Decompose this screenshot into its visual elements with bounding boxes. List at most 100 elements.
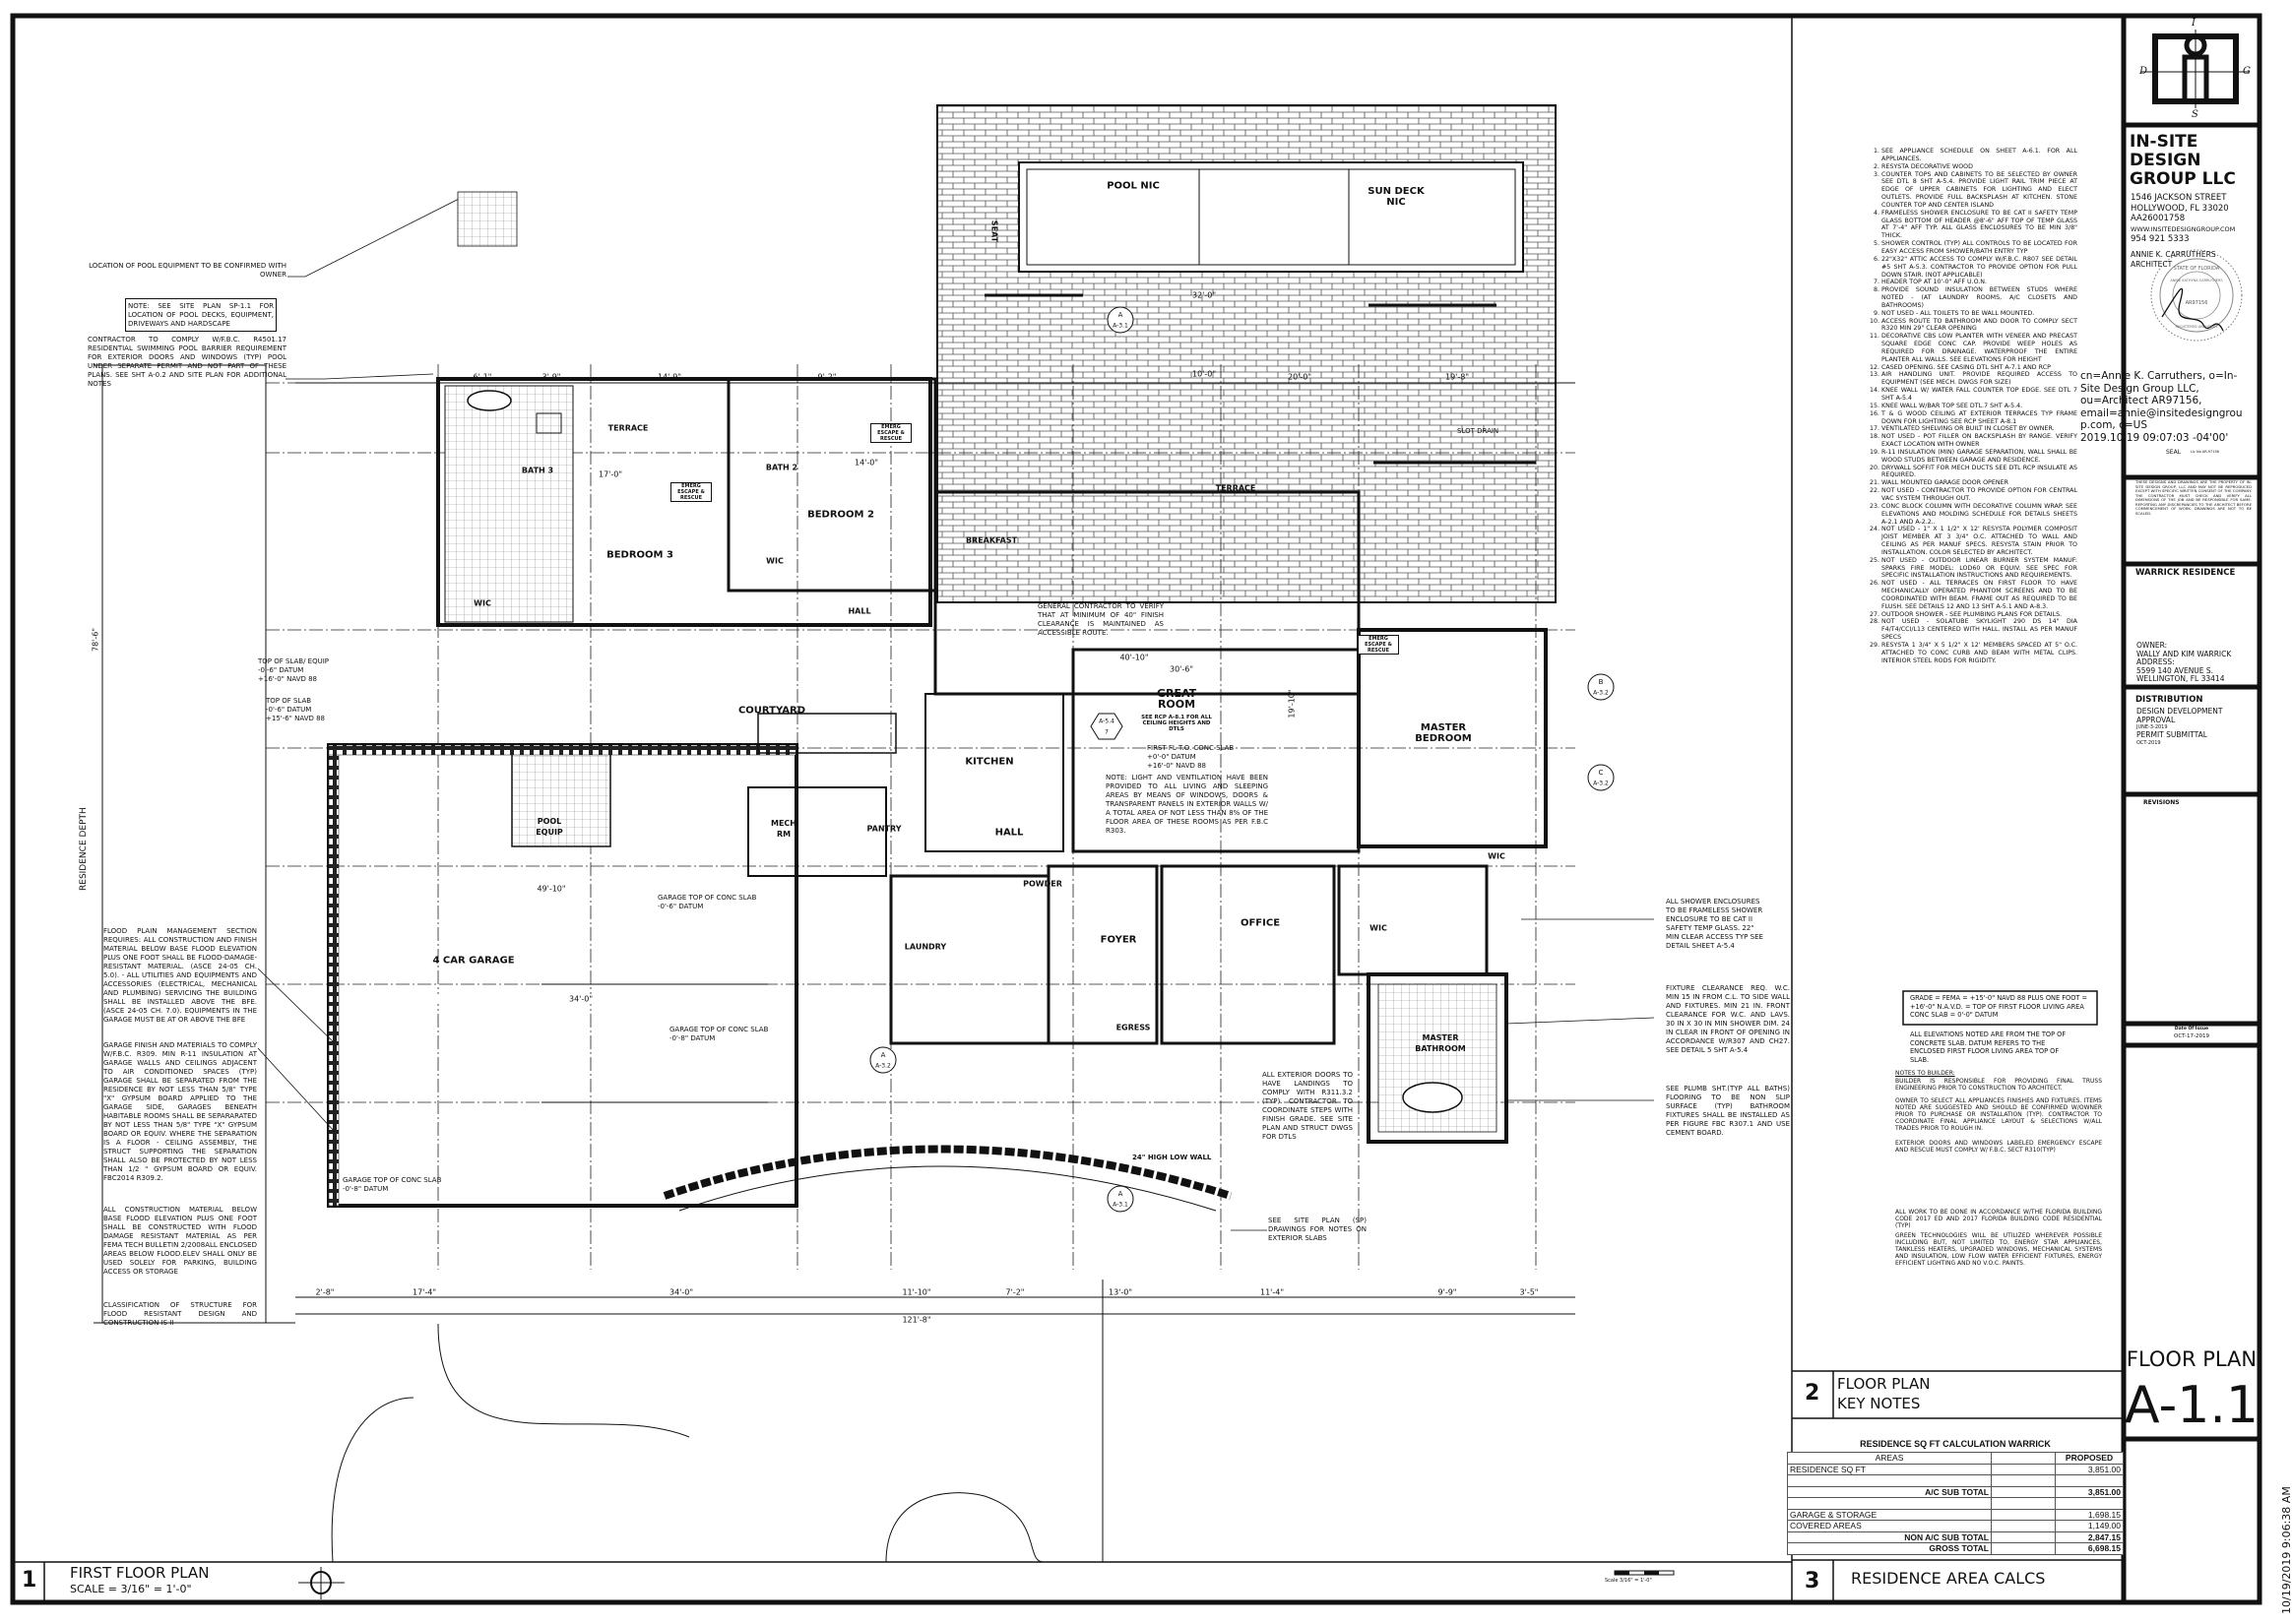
- spacer-cell: [1991, 1497, 2056, 1510]
- seal-bottom-text: REGISTERED ARCHITECT: [2175, 325, 2218, 329]
- address-label: ADDRESS:: [2136, 657, 2175, 666]
- area-label-cell: A/C SUB TOTAL: [1787, 1485, 1992, 1498]
- general-contractor-note: GENERAL CONTRACTOR TO VERIFY THAT AT MIN…: [1038, 602, 1164, 637]
- section-marker-ref: A-3.1: [1113, 322, 1128, 330]
- garage-slab-line: GARAGE TOP OF CONC SLAB: [658, 894, 757, 902]
- area-label-cell: GARAGE & STORAGE: [1787, 1508, 1992, 1521]
- garage-slab-line: -0'-6" DATUM: [658, 903, 704, 910]
- firm-website[interactable]: WWW.INSITEDESIGNGROUP.COM: [2131, 224, 2236, 233]
- room-label: WIC: [1369, 923, 1387, 933]
- dimension-text: 34'-0": [668, 1287, 694, 1297]
- room-label: TERRACE: [607, 423, 649, 433]
- firm-name-line: DESIGN: [2130, 151, 2201, 170]
- key-note-item: AIR HANDLING UNIT. PROVIDE REQUIRED ACCE…: [1881, 371, 2077, 387]
- builder-note: OWNER TO SELECT ALL APPLIANCES FINISHES …: [1895, 1097, 2102, 1132]
- dimension-text: 32'-0": [1191, 290, 1217, 300]
- key-notes-title: FLOOR PLAN KEY NOTES: [1837, 1374, 1930, 1413]
- area-value-cell: 6,698.15: [2055, 1542, 2124, 1555]
- print-timestamp: 10/19/2019 9:06:38 AM: [2280, 1486, 2292, 1614]
- area-label-cell: COVERED AREAS: [1787, 1520, 1992, 1532]
- architect-seal: [2150, 249, 2243, 342]
- section-marker-ref: A-3.2: [1593, 689, 1609, 697]
- elevations-note: ALL ELEVATIONS NOTED ARE FROM THE TOP OF…: [1910, 1031, 2067, 1064]
- classification-note: CLASSIFICATION OF STRUCTURE FOR FLOOD RE…: [103, 1301, 257, 1327]
- terrace-slab-line: +15'-6" NAVD 88: [266, 715, 326, 722]
- key-note-item: HEADER TOP AT 10'-0" AFF U.O.N.: [1881, 279, 2077, 286]
- garage-slab-line: GARAGE TOP OF CONC SLAB: [343, 1176, 442, 1184]
- area-calcs-title: RESIDENCE AREA CALCS: [1851, 1569, 2046, 1588]
- dimension-text: 17'-0": [598, 469, 623, 479]
- room-label: GREAT ROOM: [1157, 687, 1197, 711]
- project-address-line-1: 5599 140 AVENUE S.: [2136, 665, 2214, 675]
- dimension-text: 11'-10": [902, 1287, 931, 1297]
- scale-bar-label: Scale 3/16" = 1'-0": [1605, 1578, 1652, 1584]
- key-note-item: DRYWALL SOFFIT FOR MECH DUCTS SEE DTL RC…: [1881, 465, 2077, 480]
- key-note-item: WALL MOUNTED GARAGE DOOR OPENER: [1881, 479, 2077, 487]
- section-marker-top: C: [1598, 769, 1604, 777]
- firm-logo: [2141, 30, 2250, 108]
- distribution-date: OCT-2019: [2136, 739, 2161, 746]
- key-notes-list: SEE APPLIANCE SCHEDULE ON SHEET A-6.1. F…: [1869, 148, 2077, 665]
- detail-marker-ref: A-5.4: [1099, 718, 1114, 725]
- scale-bar: [1614, 1570, 1675, 1576]
- egress-tag: EMERG ESCAPE & RESCUE: [670, 482, 712, 502]
- room-label: MASTER BATHROOM: [1415, 1033, 1466, 1053]
- distribution-item: DESIGN DEVELOPMENT APPROVAL: [2136, 707, 2223, 724]
- fixture-clearance-note: FIXTURE CLEARANCE REQ. W.C. MIN 15 IN FR…: [1666, 984, 1790, 1054]
- key-note-item: NOT USED - ALL TOILETS TO BE WALL MOUNTE…: [1881, 310, 2077, 318]
- seal-number-text: AR97156: [2185, 300, 2208, 306]
- overall-dimension: 121'-8": [902, 1315, 931, 1325]
- dimension-text: 49'-10": [537, 884, 566, 894]
- architect-title-line: ARCHITECT: [2131, 259, 2173, 269]
- depth-dimension: 78'-6": [91, 627, 100, 653]
- logo-letter-top: I: [2192, 18, 2196, 29]
- area-value-cell: [2055, 1497, 2124, 1510]
- site-slabs-note: SEE SITE PLAN (SP) DRAWINGS FOR NOTES ON…: [1268, 1217, 1367, 1242]
- seal-label: SEAL: [2166, 449, 2182, 456]
- signature-line: ou=Architect AR97156,: [2080, 395, 2202, 406]
- seal-name-text: ANNIE KATHYNA CARRUTHERS: [2170, 279, 2223, 282]
- exterior-doors-note: ALL EXTERIOR DOORS TO HAVE LANDINGS TO C…: [1262, 1071, 1353, 1141]
- dimension-text: 7'-2": [1005, 1287, 1025, 1297]
- dimension-text: 3'-5": [1519, 1287, 1539, 1297]
- key-note-item: SHOWER CONTROL (TYP) ALL CONTROLS TO BE …: [1881, 240, 2077, 256]
- garage-slab-line: -0'-8" DATUM: [669, 1034, 716, 1042]
- dimension-text: 3'-9": [541, 372, 561, 382]
- drawing-number: 1: [22, 1568, 37, 1593]
- firm-contact: 1546 JACKSON STREET HOLLYWOOD, FL 33020 …: [2131, 193, 2235, 245]
- signature-line: Site Design Group LLC,: [2080, 382, 2199, 395]
- section-marker-ref: A-3.2: [875, 1062, 891, 1070]
- spacer-cell: [1991, 1520, 2056, 1532]
- pool-barrier-note: CONTRACTOR TO COMPLY W/F.B.C. R4501.17 R…: [88, 336, 286, 388]
- sheet-title: FLOOR PLAN: [2126, 1347, 2258, 1371]
- area-value-cell: 1,149.00: [2055, 1520, 2124, 1532]
- section-markers: [869, 306, 1615, 1213]
- builder-notes-heading: NOTES TO BUILDER:: [1895, 1070, 1955, 1077]
- key-note-item: SEE APPLIANCE SCHEDULE ON SHEET A-6.1. F…: [1881, 148, 2077, 163]
- slab-datum-line: +16'-0" NAVD 88: [1147, 762, 1207, 770]
- terrace-slab-line: -0'-6" DATUM: [266, 706, 312, 714]
- room-label: FOYER: [1100, 934, 1137, 946]
- room-label: MECH RM: [771, 819, 796, 839]
- terrace-slab-label: TOP OF SLAB -0'-6" DATUM +15'-6" NAVD 88: [266, 697, 384, 723]
- room-label: TERRACE: [1215, 483, 1256, 493]
- garage-slab-line: -0'-8" DATUM: [343, 1185, 389, 1193]
- dimension-text: 34'-0": [568, 994, 594, 1004]
- drawing-scale: SCALE = 3/16" = 1'-0": [70, 1583, 192, 1595]
- key-notes-number: 2: [1805, 1381, 1820, 1405]
- copyright-disclaimer: These designs and drawings are the prope…: [2135, 479, 2252, 516]
- garage-slab-label-3: GARAGE TOP OF CONC SLAB -0'-8" DATUM: [343, 1176, 471, 1194]
- project-address-line-2: WELLINGTON, FL 33414: [2136, 674, 2225, 683]
- key-notes-title-line-2: KEY NOTES: [1837, 1395, 1921, 1412]
- dimension-text: 6'-1": [473, 372, 492, 382]
- pool-equipment-note: LOCATION OF POOL EQUIPMENT TO BE CONFIRM…: [89, 262, 286, 279]
- key-note-item: 22"X32" ATTIC ACCESS TO COMPLY W/F.B.C. …: [1881, 256, 2077, 280]
- seal-state-text: STATE OF FLORIDA: [2173, 266, 2220, 272]
- key-note-item: ACCESS ROUTE TO BATHROOM AND DOOR TO COM…: [1881, 318, 2077, 334]
- firm-address-line-1: 1546 JACKSON STREET: [2131, 193, 2227, 203]
- section-marker-top: A: [1117, 311, 1123, 319]
- section-marker-ref: A-3.2: [1593, 780, 1609, 787]
- key-note-item: VENTILATED SHELVING OR BUILT IN CLOSET B…: [1881, 425, 2077, 433]
